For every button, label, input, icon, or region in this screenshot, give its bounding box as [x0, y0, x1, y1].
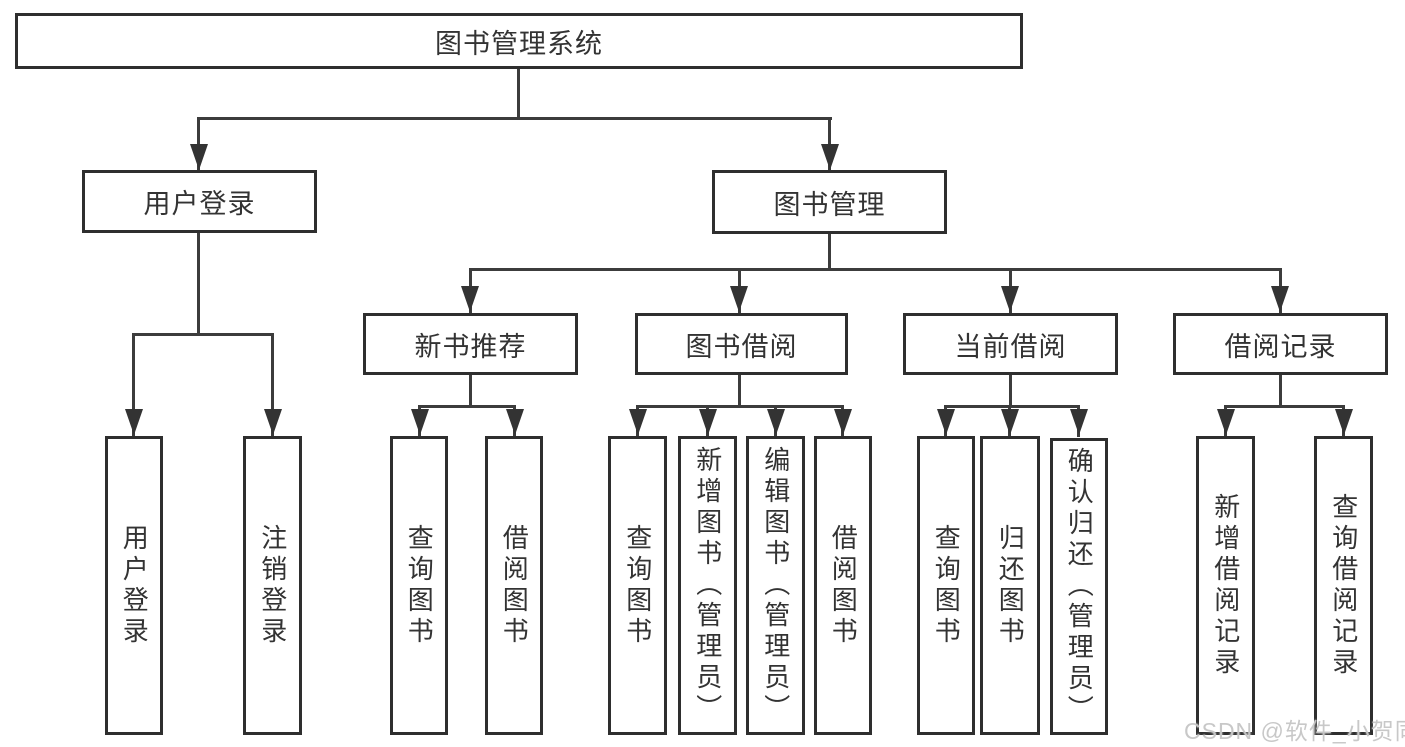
- arrowhead-icon: [730, 286, 748, 312]
- node-borrow-books-recommend: 借阅图书: [485, 436, 543, 735]
- leaf-label: 归还图书: [995, 523, 1026, 648]
- node-user-login-label: 用户登录: [143, 189, 256, 219]
- connector-borrowing-stub: [738, 374, 741, 407]
- node-root-label: 图书管理系统: [435, 28, 603, 59]
- arrowhead-icon: [125, 409, 143, 435]
- arrowhead-icon: [629, 409, 647, 435]
- leaf-label: 查询借阅记录: [1328, 492, 1359, 679]
- arrowhead-icon: [767, 409, 785, 435]
- connector-bookmgmt-stub: [828, 233, 831, 271]
- leaf-label: 查询图书: [404, 523, 435, 648]
- node-borrowing-records-label: 借阅记录: [1224, 331, 1337, 362]
- node-edit-book-admin: 编辑图书（管理员）: [746, 436, 805, 735]
- node-book-management-label: 图书管理: [773, 189, 886, 220]
- node-confirm-return-admin: 确认归还（管理员）: [1050, 438, 1108, 735]
- node-query-books-recommend: 查询图书: [390, 436, 448, 735]
- arrowhead-icon: [1335, 409, 1353, 435]
- arrowhead-icon: [834, 409, 852, 435]
- connector-level2-rail: [197, 117, 832, 120]
- connector-root-stub: [517, 68, 520, 119]
- connector-drop: [271, 333, 274, 437]
- leaf-label: 用户登录: [119, 523, 150, 648]
- node-root: 图书管理系统: [15, 13, 1023, 69]
- leaf-label: 借阅图书: [828, 523, 859, 648]
- node-book-borrowing-label: 图书借阅: [685, 331, 798, 362]
- node-add-borrow-record: 新增借阅记录: [1196, 436, 1255, 735]
- node-new-book-recommend-label: 新书推荐: [414, 331, 527, 362]
- arrowhead-icon: [1001, 286, 1019, 312]
- node-user-login: 用户登录: [82, 170, 317, 233]
- node-logout-leaf: 注销登录: [243, 436, 302, 735]
- leaf-label: 注销登录: [257, 523, 288, 648]
- connector-newbooks-rail: [418, 405, 516, 408]
- connector-userlogin-stub: [197, 232, 200, 336]
- arrowhead-icon: [1001, 409, 1019, 435]
- node-new-book-recommend: 新书推荐: [363, 313, 578, 375]
- leaf-label: 新增图书（管理员）: [692, 446, 723, 725]
- connector-newbooks-stub: [469, 374, 472, 407]
- node-current-borrowing: 当前借阅: [903, 313, 1118, 375]
- arrowhead-icon: [1070, 409, 1088, 435]
- node-user-login-leaf: 用户登录: [105, 436, 163, 735]
- node-query-books-borrowing: 查询图书: [608, 436, 667, 735]
- arrowhead-icon: [506, 409, 524, 435]
- node-query-books-current: 查询图书: [917, 436, 975, 735]
- arrowhead-icon: [1217, 409, 1235, 435]
- node-borrow-books-borrowing: 借阅图书: [814, 436, 872, 735]
- arrowhead-icon: [821, 144, 839, 170]
- arrowhead-icon: [461, 286, 479, 312]
- connector-records-rail: [1224, 405, 1344, 408]
- connector-borrowing-rail: [636, 405, 844, 408]
- connector-level3-rail: [469, 268, 1282, 271]
- node-return-books: 归还图书: [980, 436, 1040, 735]
- leaf-label: 新增借阅记录: [1210, 492, 1241, 679]
- arrowhead-icon: [190, 144, 208, 170]
- leaf-label: 查询图书: [931, 523, 962, 648]
- watermark: CSDN @软件_小贺同学: [1184, 718, 1405, 744]
- leaf-label: 确认归还（管理员）: [1064, 447, 1095, 726]
- connector-records-stub: [1279, 374, 1282, 407]
- arrowhead-icon: [937, 409, 955, 435]
- connector-userlogin-rail: [132, 333, 274, 336]
- connector-current-stub: [1009, 374, 1012, 407]
- connector-current-rail: [944, 405, 1080, 408]
- leaf-label: 查询图书: [622, 523, 653, 648]
- node-add-book-admin: 新增图书（管理员）: [678, 436, 737, 735]
- node-book-borrowing: 图书借阅: [635, 313, 848, 375]
- arrowhead-icon: [1271, 286, 1289, 312]
- node-book-management: 图书管理: [712, 170, 947, 234]
- node-borrowing-records: 借阅记录: [1173, 313, 1388, 375]
- arrowhead-icon: [264, 409, 282, 435]
- arrowhead-icon: [411, 409, 429, 435]
- connector-drop: [132, 333, 135, 437]
- arrowhead-icon: [699, 409, 717, 435]
- node-query-borrow-record: 查询借阅记录: [1314, 436, 1373, 735]
- leaf-label: 借阅图书: [499, 523, 530, 648]
- leaf-label: 编辑图书（管理员）: [760, 446, 791, 725]
- node-current-borrowing-label: 当前借阅: [954, 331, 1067, 362]
